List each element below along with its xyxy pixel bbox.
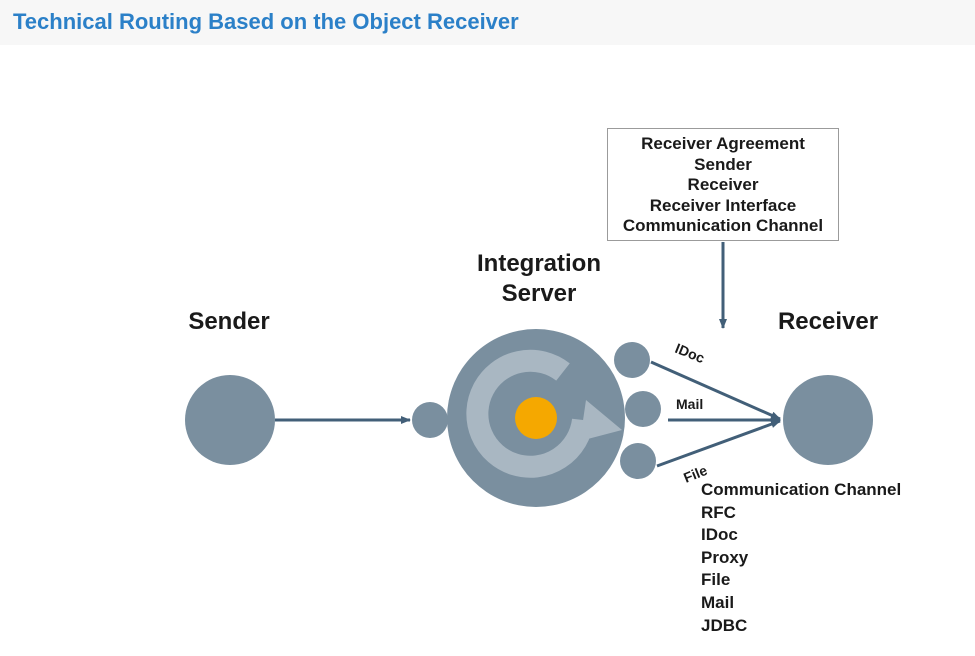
agreement-box-line: Receiver xyxy=(687,175,759,194)
server-outbound-port-mail xyxy=(625,391,661,427)
sender-node xyxy=(185,375,275,465)
integration-server-label-line2: Server xyxy=(502,280,577,307)
agreement-box-line: Receiver Agreement xyxy=(641,134,805,153)
channel-list-item: Proxy xyxy=(701,547,749,567)
agreement-box-line: Receiver Interface xyxy=(649,195,797,215)
server-inbound-port xyxy=(412,402,448,438)
routing-cycle-arrowhead xyxy=(580,400,622,441)
receiver-agreement-box: Receiver Agreement Sender Receiver Recei… xyxy=(607,128,839,241)
channel-list-heading: Communication Channel xyxy=(701,480,902,499)
idoc-edge-arrow xyxy=(650,360,781,421)
channel-list-item: JDBC xyxy=(701,615,748,635)
agreement-box-line: Communication Channel xyxy=(622,216,824,235)
channel-list-item: IDoc xyxy=(701,525,738,545)
communication-channel-list: Communication Channel RFC IDoc Proxy Fil… xyxy=(701,479,901,637)
edge-label-idoc: IDoc xyxy=(673,340,707,366)
edge-label-mail: Mail xyxy=(676,396,703,412)
agreement-box-line: Sender xyxy=(694,154,752,174)
server-outbound-port-idoc xyxy=(614,342,650,378)
file-edge-arrow xyxy=(656,419,781,468)
server-outbound-port-file xyxy=(620,443,656,479)
sender-label: Sender xyxy=(188,308,269,335)
receiver-node xyxy=(783,375,873,465)
channel-list-item: RFC xyxy=(701,502,736,522)
header-bar: Technical Routing Based on the Object Re… xyxy=(0,0,975,45)
routing-cycle-icon xyxy=(466,349,594,478)
integration-server-core xyxy=(515,397,557,439)
page-title: Technical Routing Based on the Object Re… xyxy=(13,9,519,34)
channel-list-item: Mail xyxy=(701,592,735,612)
receiver-label: Receiver xyxy=(778,308,878,335)
channel-list-item: File xyxy=(701,570,731,590)
integration-server-label-line1: Integration xyxy=(477,250,601,277)
